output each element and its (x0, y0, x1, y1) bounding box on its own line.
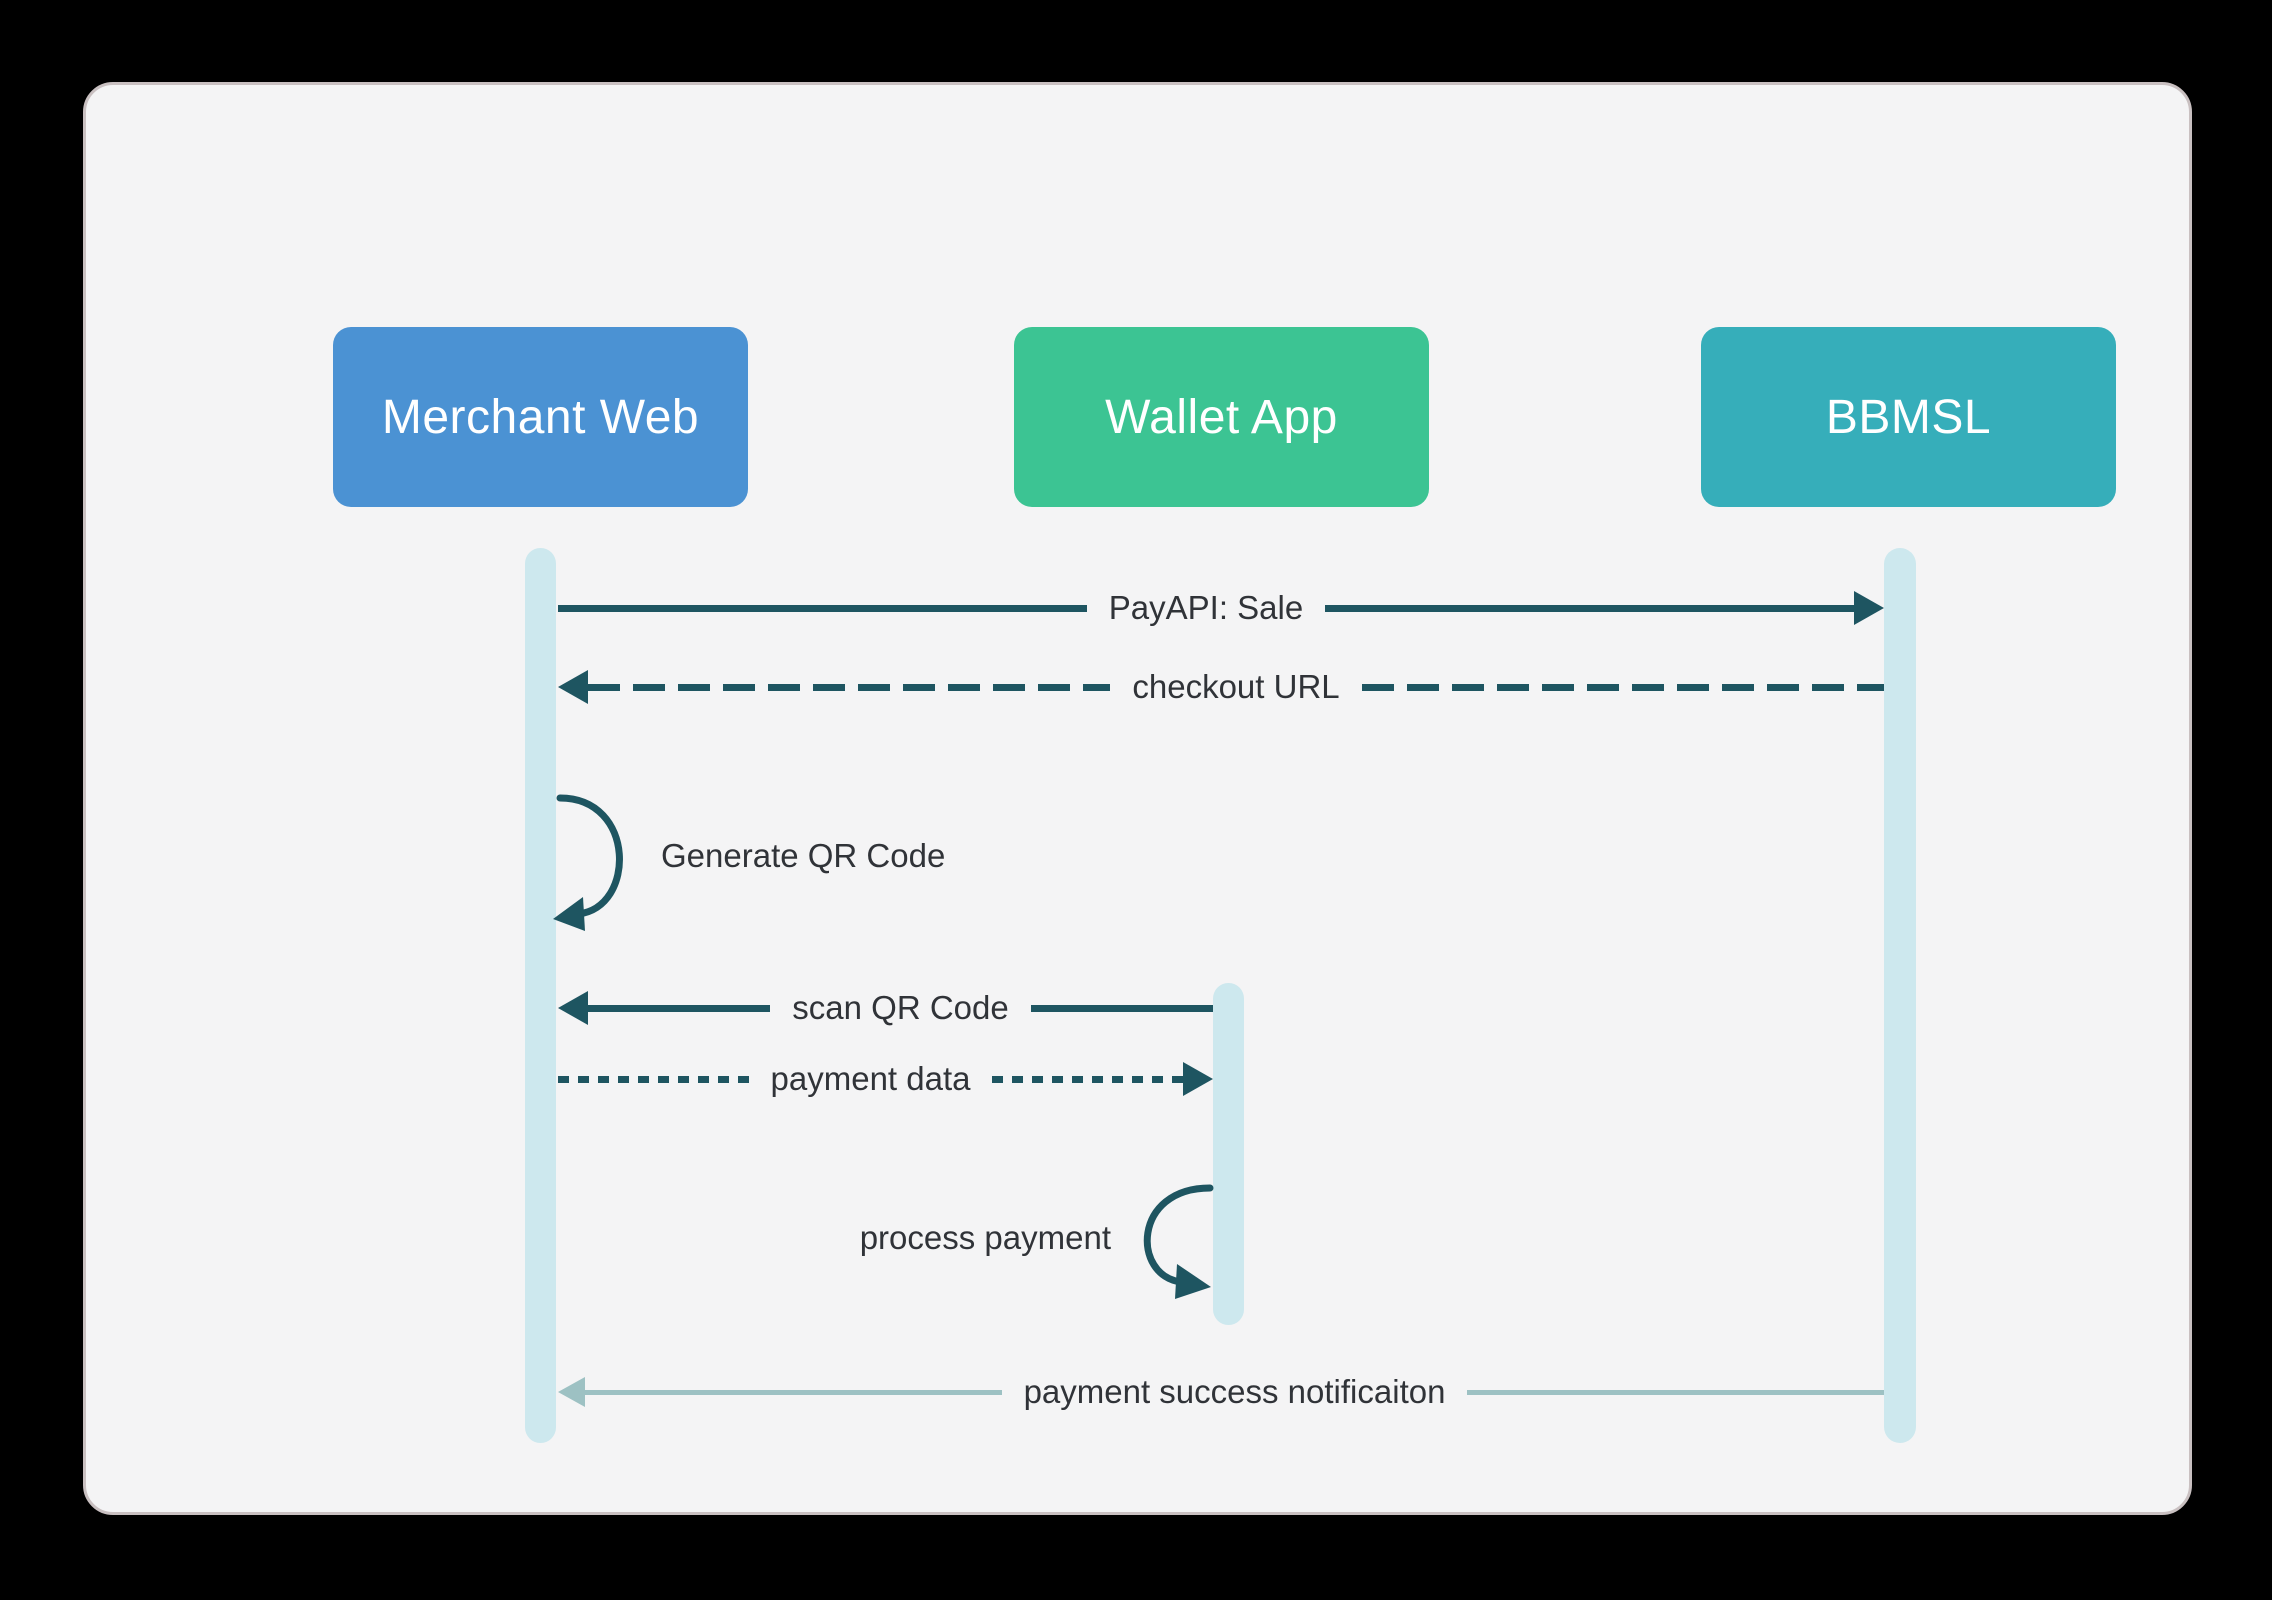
actor-label: Wallet App (1105, 390, 1338, 444)
message-label: payment data (770, 1060, 971, 1097)
message-payment-data: payment data (558, 1057, 1213, 1101)
actor-label: Merchant Web (381, 390, 700, 444)
arrowhead-left-icon (558, 1377, 585, 1407)
self-message-label: process payment (859, 1219, 1111, 1256)
arrowhead-right-icon (1183, 1062, 1213, 1096)
self-loop-arrow-icon (1143, 1184, 1214, 1299)
message-line (1030, 1004, 1213, 1012)
actor-box-bbmsl: BBMSL (1701, 327, 2116, 507)
message-payapi-sale: PayAPI: Sale (558, 586, 1885, 630)
actor-box-wallet-app: Wallet App (1014, 327, 1429, 507)
message-line (588, 1004, 771, 1012)
message-checkout-url: checkout URL (558, 665, 1885, 709)
actor-label: BBMSL (1825, 390, 1992, 444)
message-label: checkout URL (1132, 668, 1340, 705)
lifeline-merchant-web (525, 548, 556, 1443)
arrowhead-left-icon (558, 670, 588, 704)
message-line (558, 1075, 749, 1083)
message-line (1361, 683, 1885, 691)
message-label: payment success notificaiton (1023, 1373, 1446, 1410)
lifeline-wallet-app (1213, 983, 1244, 1325)
diagram-card: Merchant Web Wallet App BBMSL PayAPI: Sa… (83, 82, 2192, 1515)
message-label: PayAPI: Sale (1108, 589, 1304, 626)
arrowhead-left-icon (558, 991, 588, 1025)
message-label: scan QR Code (792, 989, 1009, 1026)
message-payment-success-notification: payment success notificaiton (558, 1370, 1885, 1414)
arrowhead-right-icon (1854, 591, 1885, 625)
message-line (585, 1389, 1002, 1395)
self-loop-arrow-icon (553, 794, 623, 931)
message-scan-qr-code: scan QR Code (558, 986, 1213, 1030)
message-line (588, 683, 1111, 691)
message-line (558, 604, 1087, 612)
self-message-label: Generate QR Code (661, 837, 946, 874)
message-line (1467, 1389, 1885, 1395)
message-line (1325, 604, 1855, 612)
lifeline-bbmsl (1884, 548, 1916, 1443)
actor-box-merchant-web: Merchant Web (333, 327, 748, 507)
message-line (992, 1075, 1183, 1083)
